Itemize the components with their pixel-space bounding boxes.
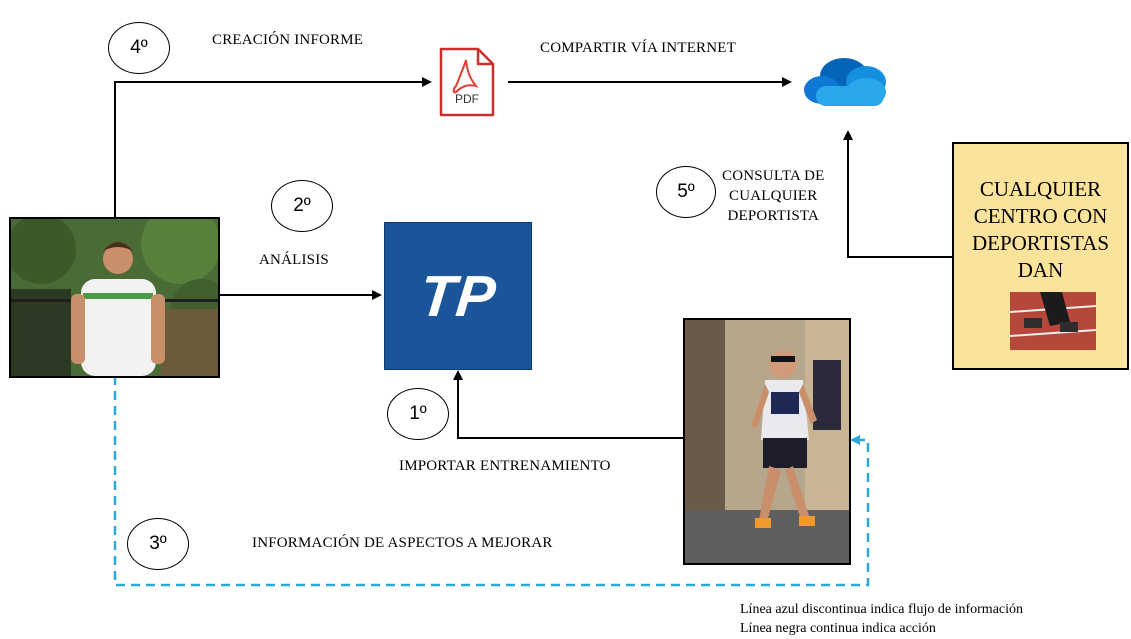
consulta-line-1: CONSULTA DE [722,168,825,184]
action-line-center-to-cloud [843,130,952,258]
informacion-label: INFORMACIÓN DE ASPECTOS A MEJORAR [252,535,553,551]
step-3-circle: 3º [127,518,189,570]
center-line-4: DAN [1017,258,1064,282]
legend-line-2: Línea negra continua indica acción [740,621,936,636]
sports-center-text: CUALQUIER CENTRO CON DEPORTISTAS DAN [954,176,1127,284]
athlete-photo [683,318,851,565]
step-2-label: 2º [293,195,311,216]
step-1-label: 1º [409,403,427,424]
step-5-circle: 5º [656,166,716,218]
legend: Línea azul discontinua indica flujo de i… [740,600,1023,638]
consulta-line-3: DEPORTISTA [727,208,820,224]
step-2-circle: 2º [271,180,333,232]
creacion-informe-label: CREACIÓN INFORME [212,32,364,48]
pdf-icon-text: PDF [455,92,479,106]
step-4-circle: 4º [108,22,170,74]
consulta-label: CONSULTA DE CUALQUIER DEPORTISTA [722,166,825,226]
center-line-3: DEPORTISTAS [971,231,1110,255]
consulta-line-2: CUALQUIER [729,188,818,204]
importar-label: IMPORTAR ENTRENAMIENTO [399,458,611,474]
center-line-1: CUALQUIER [979,177,1102,201]
step-5-label: 5º [677,181,695,202]
center-line-2: CENTRO CON [973,204,1108,228]
track-start-image [1009,292,1097,350]
info-line-coach-to-athlete [113,376,870,587]
legend-line-1: Línea azul discontinua indica flujo de i… [740,602,1024,617]
trainingpeaks-logo[interactable]: TP [384,222,532,370]
compartir-label: COMPARTIR VÍA INTERNET [540,40,737,56]
onedrive-cloud-icon[interactable] [800,52,892,110]
pdf-file-icon[interactable]: PDF [438,46,496,118]
step-1-circle: 1º [387,388,449,440]
trainingpeaks-logo-text: TP [416,263,500,329]
step-4-label: 4º [130,37,148,58]
analisis-label: ANÁLISIS [259,252,329,268]
step-3-label: 3º [149,533,167,554]
action-line-athlete-to-tp [453,370,683,439]
coach-photo [9,217,220,378]
action-line-coach-to-pdf [114,77,432,217]
sports-center-box: CUALQUIER CENTRO CON DEPORTISTAS DAN [952,142,1129,370]
